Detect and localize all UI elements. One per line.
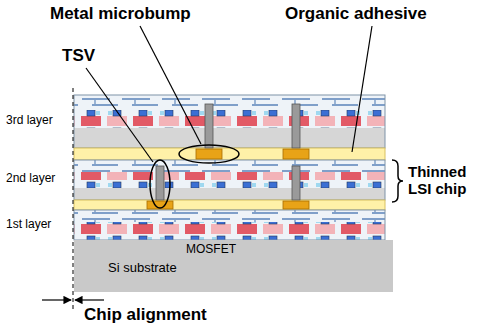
adhesive-band	[74, 200, 385, 210]
microbump	[196, 149, 222, 159]
thinned-silicon	[74, 188, 385, 200]
chip-outline	[74, 210, 385, 240]
tsv	[205, 104, 213, 148]
part-label: Organic adhesive	[285, 4, 427, 24]
highlight-ellipse	[150, 160, 170, 208]
device-row	[74, 110, 385, 128]
chip-outline	[74, 160, 385, 200]
device-row	[74, 222, 385, 240]
third-chip	[74, 95, 385, 148]
chip-outline	[74, 95, 385, 148]
part-label: TSV	[62, 46, 95, 66]
wiring-layer	[74, 210, 385, 222]
tsv	[292, 166, 300, 200]
wiring-layer	[74, 160, 385, 172]
alignment-arrow	[75, 299, 104, 300]
first-chip	[74, 210, 385, 240]
tsv-group	[156, 104, 300, 200]
thinned-silicon	[74, 128, 385, 148]
node-text: Si substrate	[108, 260, 393, 275]
tsv	[292, 104, 300, 148]
dimension-label: Chip alignment	[84, 305, 207, 325]
part-label: Metal microbump	[50, 4, 191, 24]
layer-label: 3rd layer	[6, 114, 53, 128]
leader-line	[140, 26, 201, 144]
bump-group	[147, 149, 309, 209]
highlight-ellipse	[179, 145, 239, 163]
layer-label: 1st layer	[6, 218, 51, 232]
device-row	[74, 172, 385, 188]
microbump	[283, 149, 309, 159]
device-label: MOSFET	[186, 243, 236, 257]
alignment-arrow	[42, 299, 71, 300]
tsv	[156, 166, 164, 200]
second-chip	[74, 160, 385, 200]
bracket	[392, 160, 403, 202]
wiring-layer	[74, 95, 385, 110]
layer-label: 2nd layer	[6, 172, 55, 186]
leader-line	[352, 26, 372, 152]
bracket-label: Thinned LSI chip	[408, 163, 488, 198]
adhesive-band	[74, 148, 385, 160]
leader-line	[86, 68, 153, 162]
microbump	[283, 201, 309, 209]
